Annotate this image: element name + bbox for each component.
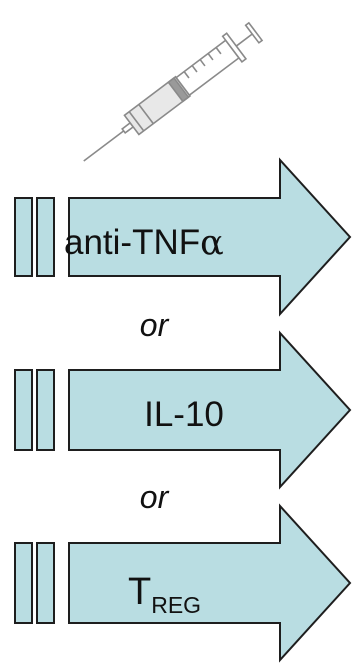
- treatment-arrow-2: IL-10: [14, 330, 352, 490]
- treatment-label-il10: IL-10: [144, 395, 224, 434]
- arrow-body: [68, 157, 352, 317]
- treatment-arrow-1: anti-TNFα: [14, 157, 352, 317]
- arrow-tail-bar: [14, 369, 33, 451]
- syringe-icon: [83, 21, 264, 162]
- treatment-label-anti-tnf: anti-TNFα: [64, 223, 224, 263]
- arrow-tail-bar: [36, 369, 55, 451]
- arrow-body: [68, 503, 352, 663]
- arrow-tail-bar: [36, 542, 55, 624]
- arrow-tail-bar: [36, 197, 55, 277]
- connector-or-1: or: [140, 307, 170, 343]
- connector-or-2: or: [140, 479, 170, 515]
- arrow-tail-bar: [14, 542, 33, 624]
- arrow-tail-bar: [14, 197, 33, 277]
- treatment-label-treg: TREG: [128, 571, 201, 618]
- arrow-body: [68, 330, 352, 490]
- treatment-arrow-3: TREG: [14, 503, 352, 663]
